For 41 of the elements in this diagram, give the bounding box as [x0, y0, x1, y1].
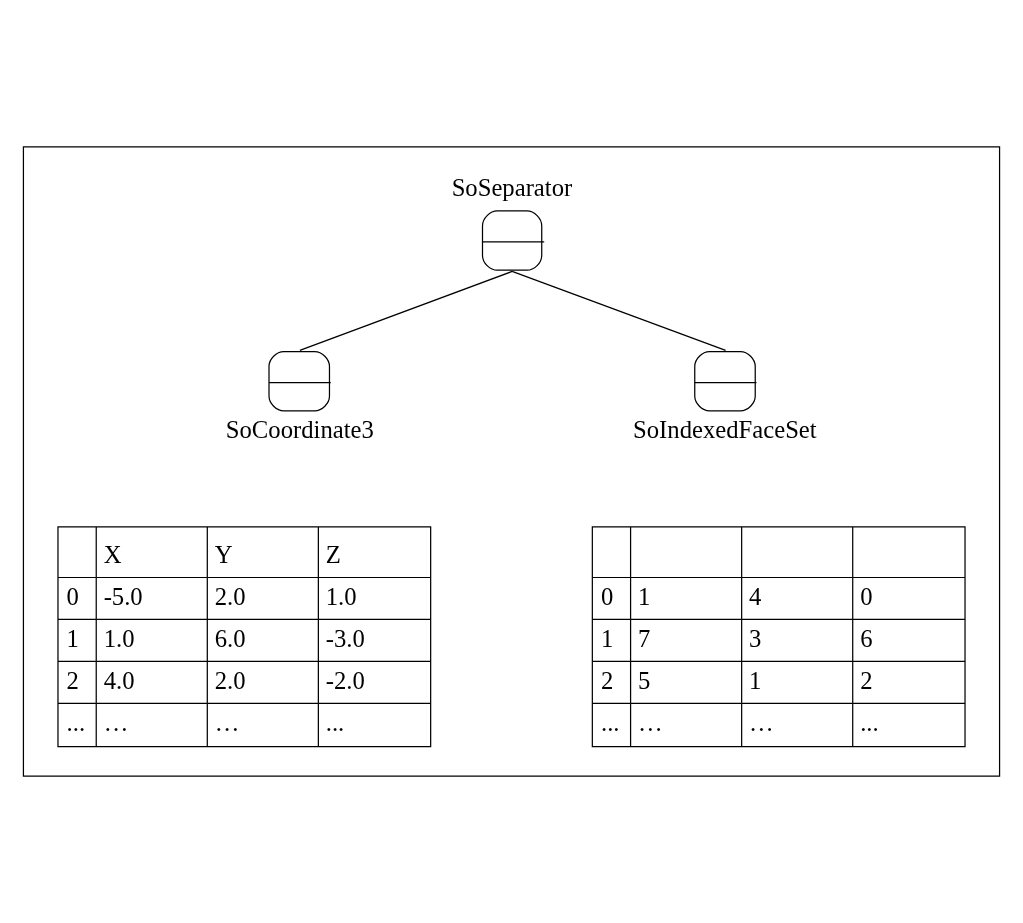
label: … [103, 708, 129, 736]
label: 1.0 [325, 582, 357, 610]
label: 2.0 [214, 666, 246, 694]
node-label: SoCoordinate3 [225, 416, 374, 444]
label: 0 [860, 582, 873, 610]
label: X [103, 540, 122, 568]
label: -2.0 [325, 666, 365, 694]
connector [511, 270, 727, 352]
label: 6 [860, 624, 873, 652]
label: ... [325, 708, 345, 736]
label: -5.0 [103, 582, 143, 610]
node-label: SoSeparator [451, 174, 573, 202]
label: … [749, 708, 774, 736]
label: 2 [600, 666, 614, 694]
label: 1 [66, 624, 79, 652]
label: 6.0 [214, 624, 246, 652]
label: 2 [66, 666, 79, 694]
label: … [214, 708, 240, 736]
label: ... [66, 708, 86, 736]
label: 3 [749, 624, 762, 652]
label: 4 [749, 582, 762, 610]
label: -3.0 [325, 624, 365, 652]
label: 1.0 [103, 624, 135, 652]
label: … [637, 708, 663, 736]
label: 0 [600, 582, 614, 610]
label: 7 [637, 624, 651, 652]
cluster [22, 146, 1001, 777]
label: 1 [600, 624, 614, 652]
label: 1 [749, 666, 762, 694]
label: Y [214, 540, 233, 568]
node-label: SoIndexedFaceSet [633, 416, 817, 444]
label: Z [325, 540, 341, 568]
label: 0 [66, 582, 79, 610]
label: ... [600, 708, 620, 736]
connector [299, 270, 513, 352]
label: 1 [637, 582, 651, 610]
label: ... [860, 708, 879, 736]
label: 2 [860, 666, 873, 694]
label: 2.0 [214, 582, 246, 610]
label: 4.0 [103, 666, 135, 694]
label: 5 [637, 666, 651, 694]
